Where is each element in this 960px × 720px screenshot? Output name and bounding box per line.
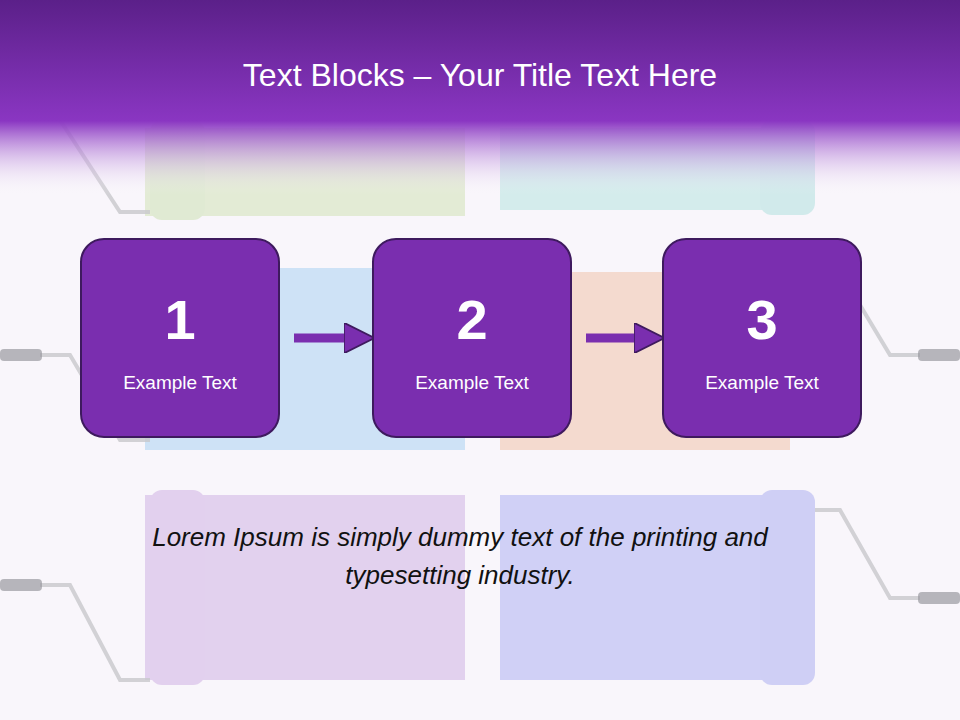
step-number: 2 — [374, 280, 570, 360]
step-box: 3Example Text — [662, 238, 862, 438]
step-number: 3 — [664, 280, 860, 360]
flow-arrow — [294, 334, 350, 343]
slide-title: Text Blocks – Your Title Text Here — [20, 50, 940, 100]
step-label: Example Text — [88, 368, 272, 398]
step-box: 2Example Text — [372, 238, 572, 438]
step-box: 1Example Text — [80, 238, 280, 438]
step-label: Example Text — [380, 368, 564, 398]
step-label: Example Text — [670, 368, 854, 398]
flow-arrow — [586, 334, 640, 343]
step-number: 1 — [82, 280, 278, 360]
caption-text: Lorem Ipsum is simply dummy text of the … — [130, 518, 790, 594]
